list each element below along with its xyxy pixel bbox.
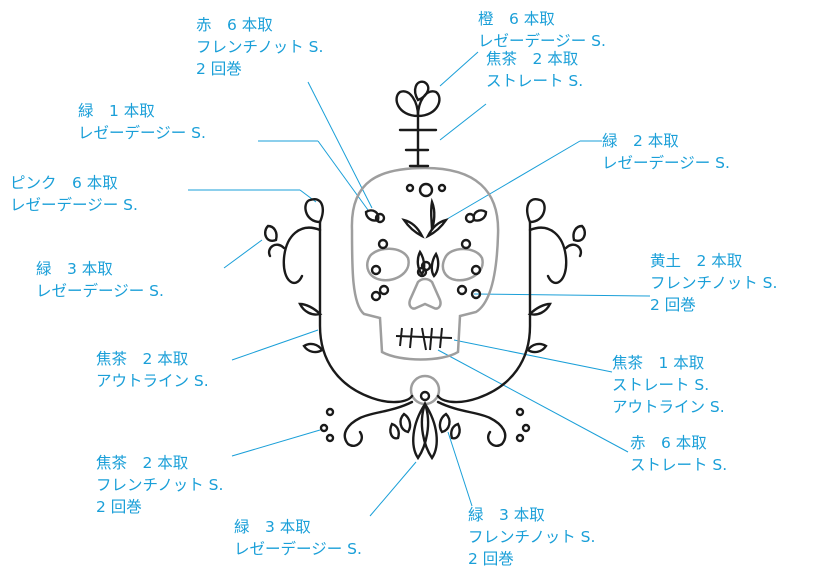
stitch-label-red-straight: 赤 6 本取ストレート S. xyxy=(630,432,727,476)
stitch-label-brown-french: 焦茶 2 本取フレンチノット S. 2 回巻 xyxy=(96,452,223,518)
stitch-label-line: ストレート S. xyxy=(630,456,728,474)
stitch-label-ochre-french: 黄土 2 本取フレンチノット S. 2 回巻 xyxy=(650,250,777,316)
motif-stitches xyxy=(264,80,586,461)
stitch-label-orange-lazy: 橙 6 本取レゼーデージー S. xyxy=(478,8,606,52)
stitch-label-line: レゼーデージー S. xyxy=(234,540,362,558)
stitch-label-line: 緑 3 本取 xyxy=(36,260,113,278)
stitch-label-line: レゼーデージー S. xyxy=(10,196,138,214)
stitch-label-line: 焦茶 2 本取 xyxy=(96,350,189,368)
stitch-label-line: 2 回巻 xyxy=(196,60,242,78)
stitch-label-line: 黄土 2 本取 xyxy=(650,252,743,270)
stitch-label-line: 緑 3 本取 xyxy=(234,518,311,536)
stitch-label-line: ピンク 6 本取 xyxy=(10,174,118,192)
stitch-label-line: 橙 6 本取 xyxy=(478,10,555,28)
stitch-label-line: 緑 1 本取 xyxy=(78,102,155,120)
stitch-label-line: 焦茶 1 本取 xyxy=(612,354,705,372)
stitch-label-brown-straight-outline: 焦茶 1 本取ストレート S. アウトライン S. xyxy=(612,352,725,418)
skull-outline xyxy=(350,166,500,406)
stitch-label-green3-french: 緑 3 本取フレンチノット S. 2 回巻 xyxy=(468,504,595,570)
stitch-label-line: フレンチノット S. xyxy=(650,274,778,292)
stitch-label-line: 焦茶 2 本取 xyxy=(96,454,189,472)
stitch-label-line: レゼーデージー S. xyxy=(36,282,164,300)
stitch-label-brown-straight-top: 焦茶 2 本取ストレート S. xyxy=(486,48,583,92)
stitch-label-red-french: 赤 6 本取フレンチノット S. 2 回巻 xyxy=(196,14,323,80)
stitch-label-line: アウトライン S. xyxy=(612,398,725,416)
stitch-label-line: 赤 6 本取 xyxy=(630,434,707,452)
stitch-label-line: 2 回巻 xyxy=(468,550,514,568)
stitch-label-line: 2 回巻 xyxy=(650,296,696,314)
stitch-label-line: 緑 3 本取 xyxy=(468,506,545,524)
stitch-label-line: フレンチノット S. xyxy=(468,528,596,546)
stitch-label-green3-lazy-bottom: 緑 3 本取レゼーデージー S. xyxy=(234,516,362,560)
stitch-label-line: フレンチノット S. xyxy=(96,476,224,494)
stitch-label-line: フレンチノット S. xyxy=(196,38,324,56)
stitch-label-line: レゼーデージー S. xyxy=(478,32,606,50)
stitch-label-green2-lazy: 緑 2 本取レゼーデージー S. xyxy=(602,130,730,174)
stitch-label-line: ストレート S. xyxy=(486,72,584,90)
skull-teeth xyxy=(395,327,453,351)
stitch-label-pink-lazy: ピンク 6 本取レゼーデージー S. xyxy=(10,172,138,216)
stitch-label-line: ストレート S. xyxy=(612,376,710,394)
stitch-label-line: レゼーデージー S. xyxy=(602,154,730,172)
stitch-label-green1-lazy: 緑 1 本取レゼーデージー S. xyxy=(78,100,206,144)
leader-lines xyxy=(188,51,651,517)
stitch-label-line: 2 回巻 xyxy=(96,498,142,516)
stitch-label-green3-lazy-left: 緑 3 本取レゼーデージー S. xyxy=(36,258,164,302)
stitch-label-line: レゼーデージー S. xyxy=(78,124,206,142)
stitch-label-line: 焦茶 2 本取 xyxy=(486,50,579,68)
stitch-label-brown-outline: 焦茶 2 本取アウトライン S. xyxy=(96,348,209,392)
stitch-label-line: アウトライン S. xyxy=(96,372,209,390)
stitch-label-line: 緑 2 本取 xyxy=(602,132,679,150)
stitch-label-line: 赤 6 本取 xyxy=(196,16,273,34)
